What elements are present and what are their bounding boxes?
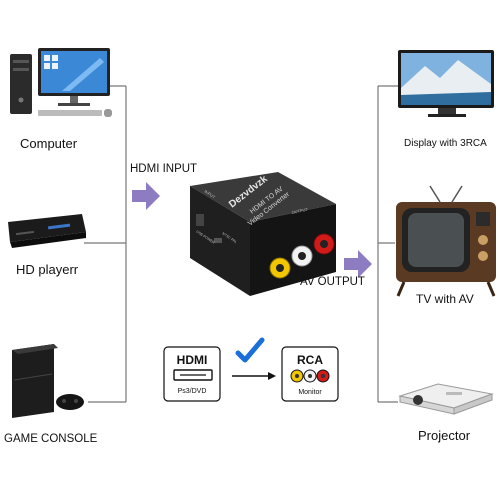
hdmi-badge (163, 346, 221, 402)
hd-player-icon (8, 214, 86, 248)
computer-icon (10, 48, 112, 117)
output-label-projector: Projector (418, 428, 471, 443)
input-arrow (132, 182, 160, 210)
projector-icon (398, 383, 494, 415)
rca-badge-sub: Monitor (298, 389, 322, 396)
source-label-hd-player: HD playerr (16, 262, 79, 277)
convert-arrow-icon (232, 372, 276, 380)
rca-badge (281, 346, 339, 402)
converter-device-icon (190, 172, 336, 296)
left-bracket (84, 85, 127, 403)
display-icon (398, 50, 494, 117)
output-label-tv: TV with AV (416, 292, 474, 306)
hdmi-badge-title: HDMI (177, 353, 208, 367)
source-label-computer: Computer (20, 136, 78, 151)
source-label-game-console: GAME CONSOLE (4, 433, 98, 445)
input-flow-label: HDMI INPUT (130, 163, 198, 175)
check-icon (235, 337, 265, 363)
hdmi-badge-sub: Ps3/DVD (178, 388, 207, 395)
output-label-display: Display with 3RCA (404, 138, 487, 149)
device-port-input: INPUT (203, 189, 216, 200)
right-bracket (377, 85, 398, 403)
device-port-output: OUTPUT (291, 207, 309, 215)
input-arrow-icon (132, 182, 160, 210)
output-arrow-icon (344, 250, 372, 278)
game-console-icon (12, 344, 84, 418)
output-flow-label: AV OUTPUT (300, 276, 365, 288)
output-arrow (344, 250, 372, 278)
tv-icon (396, 185, 496, 297)
rca-badge-title: RCA (297, 353, 323, 367)
